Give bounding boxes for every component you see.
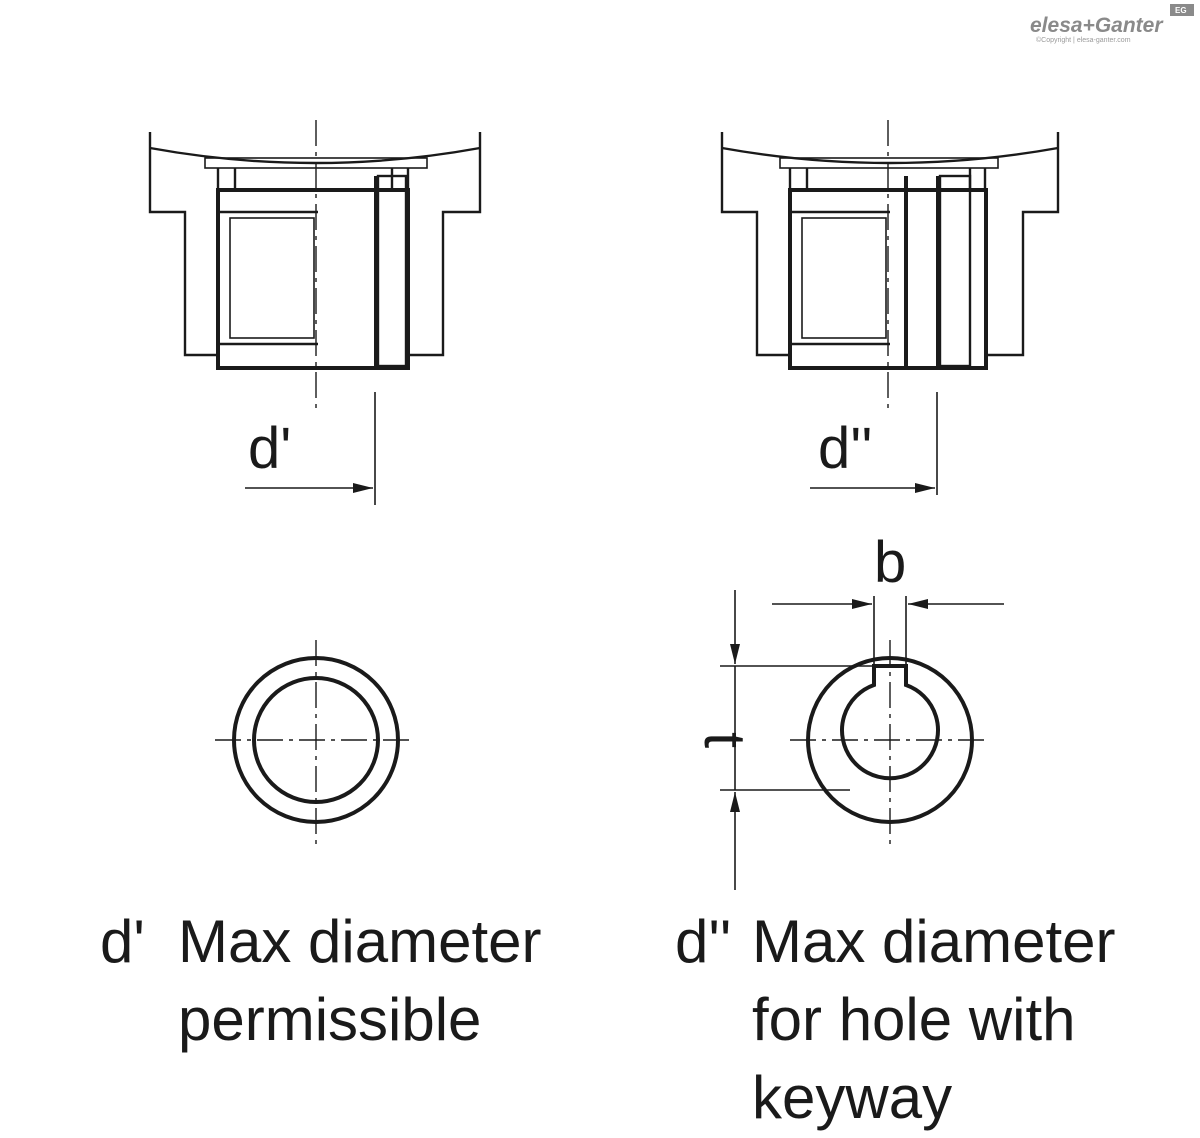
brand-badge-text: EG — [1175, 6, 1187, 15]
caption-left-line-2: permissible — [178, 986, 481, 1053]
right-plan-view: b t — [692, 530, 1004, 890]
caption-left-symbol: d' — [100, 908, 145, 975]
right-section-view: d'' — [720, 120, 1060, 495]
dim-label-d-prime: d' — [248, 416, 291, 481]
dim-label-t: t — [692, 732, 757, 748]
brand-logo: elesa+Ganter ©Copyright | elesa-ganter.c… — [1030, 4, 1194, 44]
brand-name: elesa+Ganter — [1030, 14, 1164, 37]
caption-left-line-1: Max diameter — [178, 908, 541, 975]
caption-right: d'' Max diameter for hole with keyway — [675, 908, 1115, 1131]
left-plan-view — [215, 640, 415, 845]
brand-copyright: ©Copyright | elesa-ganter.com — [1036, 36, 1131, 44]
caption-right-symbol: d'' — [675, 908, 731, 975]
left-section-view: d' — [148, 120, 482, 505]
dim-label-d-double-prime: d'' — [818, 416, 872, 481]
caption-right-line-1: Max diameter — [752, 908, 1115, 975]
dim-label-b: b — [874, 530, 906, 595]
caption-right-line-2: for hole with — [752, 986, 1076, 1053]
caption-left: d' Max diameter permissible — [100, 908, 541, 1053]
caption-right-line-3: keyway — [752, 1064, 952, 1131]
brand-badge — [1170, 4, 1194, 16]
